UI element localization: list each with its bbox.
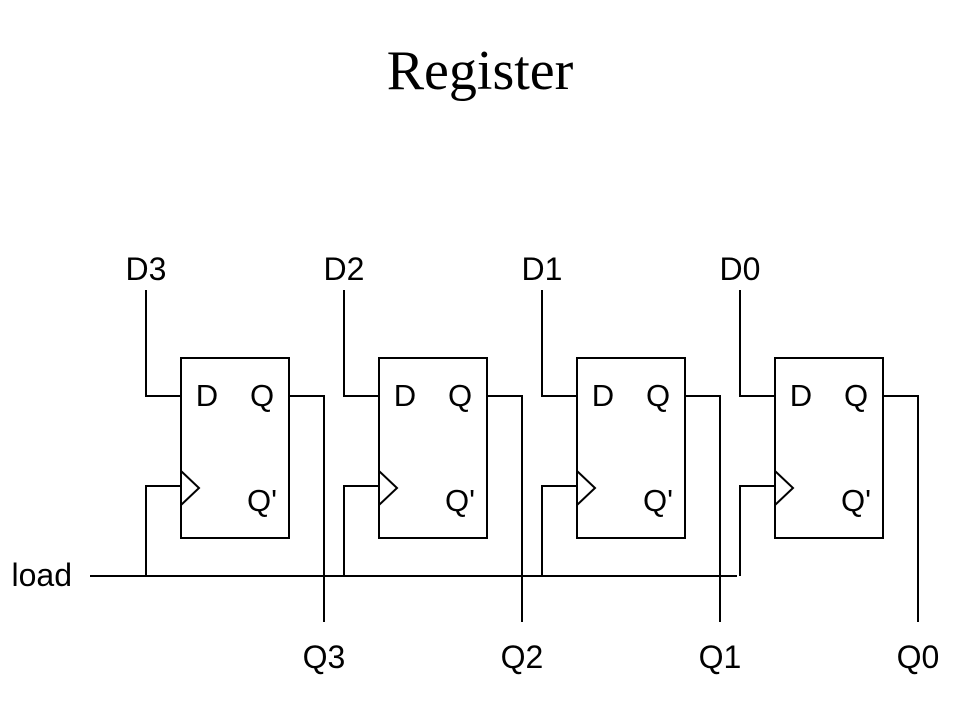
clock-input-icon (774, 470, 795, 506)
output-wire (289, 395, 325, 622)
output-label: Q0 (897, 639, 940, 675)
flip-flop-box (774, 357, 884, 539)
data-input-label: D2 (324, 251, 365, 287)
clock-input-icon (378, 470, 399, 506)
clock-wire (541, 485, 577, 576)
output-wire (487, 395, 523, 622)
output-wire (883, 395, 919, 622)
d-pin-label: D (196, 378, 218, 413)
data-input-label: D1 (522, 251, 563, 287)
q-pin-label: Q (448, 378, 472, 413)
page-title: Register (386, 40, 574, 102)
load-label: load (12, 557, 73, 593)
clock-input-icon (180, 470, 201, 506)
data-input-wire (541, 290, 577, 397)
clock-wire (343, 485, 379, 576)
flip-flop-box (576, 357, 686, 539)
flip-flop-box (180, 357, 290, 539)
q-bar-pin-label: Q' (247, 483, 277, 518)
output-label: Q3 (303, 639, 346, 675)
q-bar-pin-label: Q' (445, 483, 475, 518)
data-input-wire (739, 290, 775, 397)
q-pin-label: Q (646, 378, 670, 413)
d-pin-label: D (790, 378, 812, 413)
data-input-label: D0 (720, 251, 761, 287)
d-pin-label: D (592, 378, 614, 413)
q-pin-label: Q (250, 378, 274, 413)
data-input-wire (145, 290, 181, 397)
output-label: Q1 (699, 639, 742, 675)
output-wire (685, 395, 721, 622)
q-pin-label: Q (844, 378, 868, 413)
output-label: Q2 (501, 639, 544, 675)
clock-wire (145, 485, 181, 576)
data-input-wire (343, 290, 379, 397)
q-bar-pin-label: Q' (643, 483, 673, 518)
clock-input-icon (576, 470, 597, 506)
flip-flop-box (378, 357, 488, 539)
d-pin-label: D (394, 378, 416, 413)
q-bar-pin-label: Q' (841, 483, 871, 518)
clock-wire (739, 485, 775, 576)
data-input-label: D3 (126, 251, 167, 287)
